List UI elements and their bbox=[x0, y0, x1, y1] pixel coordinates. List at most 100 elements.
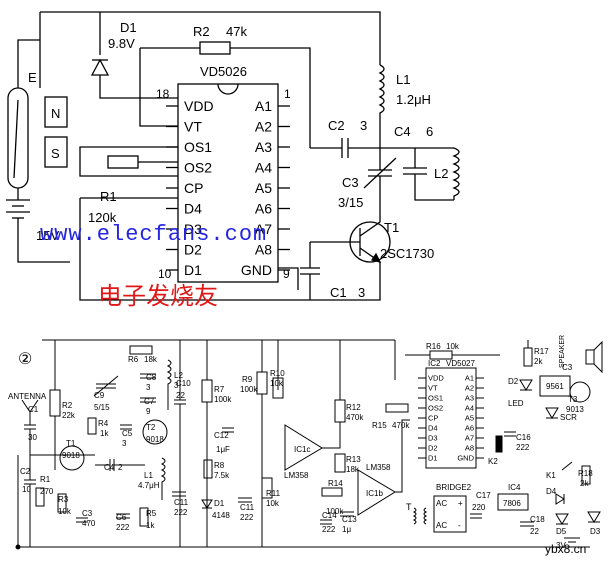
c2-c17-label: C17 bbox=[476, 491, 491, 500]
t1-label: T1 bbox=[384, 220, 399, 235]
c2-c5-label: C5 bbox=[122, 429, 133, 438]
circuit-number: ② bbox=[18, 351, 32, 368]
ic2-right-pins-label: A8 bbox=[465, 444, 474, 453]
c2-l1-label: L1 bbox=[144, 471, 153, 480]
d1-label: D1 bbox=[120, 20, 137, 35]
c2-t2-value: 9018 bbox=[146, 435, 164, 444]
d1-value: 9.8V bbox=[108, 36, 135, 51]
c2-c8-label: C8 bbox=[146, 373, 157, 382]
ic1-left-pins-label: OS2 bbox=[184, 159, 212, 175]
ic1-left-pins-label: CP bbox=[184, 180, 203, 196]
ic1-right-pins-label: GND bbox=[241, 262, 272, 278]
c2-c5-value: 3 bbox=[122, 439, 127, 448]
battery-15v bbox=[6, 199, 70, 263]
c2-ic4-value: 7806 bbox=[503, 499, 521, 508]
c2-r12-value: 470k bbox=[346, 413, 364, 422]
ic1-right-pins-label: A6 bbox=[255, 200, 272, 216]
c2-r14-label: R14 bbox=[328, 479, 343, 488]
c2-c12-label: C12 bbox=[214, 431, 229, 440]
inductor-l1 bbox=[378, 64, 385, 148]
c2-k1-label: K1 bbox=[546, 471, 556, 480]
c2-value: 3 bbox=[360, 118, 367, 133]
c2-r8-label: R8 bbox=[214, 461, 225, 470]
c2-d4-label: D4 bbox=[546, 487, 557, 496]
c2-d3-label: D3 bbox=[590, 527, 601, 536]
c2-r2-label: R2 bbox=[62, 401, 73, 410]
c2-r3-value: 10k bbox=[58, 507, 72, 516]
watermark-site2: ybx8.cn bbox=[545, 542, 587, 556]
c2-ic2-label: IC2 bbox=[428, 359, 441, 368]
c2-c2-label: C2 bbox=[20, 467, 31, 476]
ic2-right-pins-label: GND bbox=[457, 454, 474, 463]
c2-ac1-label: AC bbox=[436, 499, 447, 508]
c2-c2-value: 10 bbox=[22, 485, 31, 494]
ic2-left-pins-label: D3 bbox=[428, 434, 438, 443]
c1-label: C1 bbox=[330, 285, 347, 300]
c2-r5-label: R5 bbox=[146, 509, 157, 518]
ic1-left-pins-label: VT bbox=[184, 118, 202, 134]
c2-c4-value: 2 bbox=[118, 463, 123, 472]
c2-c7-label: C7 bbox=[144, 397, 155, 406]
ic2-left-pins-label: CP bbox=[428, 414, 438, 423]
ic2-left-pins-label: D4 bbox=[428, 424, 438, 433]
c2-c3b-value: 9561 bbox=[546, 382, 564, 391]
c2-l1-value: 4.7μH bbox=[138, 481, 160, 490]
top-rail-wire bbox=[40, 11, 381, 65]
c2-ic2-value: VD5027 bbox=[446, 359, 475, 368]
c2-c6-value: 222 bbox=[116, 523, 130, 532]
c2-d1-label: D1 bbox=[214, 499, 225, 508]
ic1-left-pins-label: D4 bbox=[184, 200, 202, 216]
ic1-left-pins-label: D2 bbox=[184, 241, 202, 257]
c2-c1-value: 30 bbox=[28, 433, 37, 442]
c2-r6-value: 18k bbox=[144, 355, 158, 364]
c2-r8-value: 7.5k bbox=[214, 471, 230, 480]
ic1-right-pins-label: A4 bbox=[255, 159, 272, 175]
c2-c14-value: 222 bbox=[322, 525, 336, 534]
c2-c11b-label: C11 bbox=[240, 503, 255, 512]
c2-r11-label: R11 bbox=[266, 489, 281, 498]
ic2-right-pins-label: A2 bbox=[465, 384, 474, 393]
c2-ic1b-label: IC1b bbox=[366, 489, 383, 498]
c2-c11b-value: 222 bbox=[240, 513, 254, 522]
reed-label: E bbox=[28, 70, 37, 85]
pin-18: 18 bbox=[156, 87, 170, 101]
c2-r16-value: 10k bbox=[446, 342, 460, 351]
battery-label: 15V bbox=[36, 228, 59, 243]
c2-r14-value: 100k bbox=[326, 507, 344, 516]
r2-value: 47k bbox=[226, 24, 247, 39]
c2-d5-label: D5 bbox=[556, 527, 567, 536]
ic2-left-pins-label: VT bbox=[428, 384, 438, 393]
c2-r15-value: 470k bbox=[392, 421, 410, 430]
c1-value: 3 bbox=[358, 285, 365, 300]
c2-l2-value: 3 bbox=[174, 381, 179, 390]
c2-ic4-label: IC4 bbox=[508, 483, 521, 492]
c2-minus-label: - bbox=[458, 521, 461, 530]
c2-d1-value: 4148 bbox=[212, 511, 230, 520]
c2-t3-label: T3 bbox=[568, 395, 578, 404]
c2-c10-value: 22 bbox=[176, 391, 185, 400]
c2-l2-label: L2 bbox=[174, 371, 183, 380]
c2-r4-value: 1k bbox=[100, 429, 109, 438]
c2-r9-value: 100k bbox=[240, 385, 258, 394]
ic-name: VD5026 bbox=[200, 64, 247, 79]
ic-notch bbox=[217, 83, 239, 95]
c2-r12-label: R12 bbox=[346, 403, 361, 412]
t1-value: 2SC1730 bbox=[380, 246, 434, 261]
c2-label: C2 bbox=[328, 118, 345, 133]
c3-label: C3 bbox=[342, 175, 359, 190]
ic2-left-pins-label: OS1 bbox=[428, 394, 443, 403]
c2-c9-value: 5/15 bbox=[94, 403, 110, 412]
c2-r9-label: R9 bbox=[242, 375, 253, 384]
r1-label: R1 bbox=[100, 189, 117, 204]
c2-r18-label: R18 bbox=[578, 469, 593, 478]
c2-vbat-label: 3V bbox=[556, 541, 566, 550]
c2-speaker-label: SPEAKER bbox=[559, 335, 566, 368]
ic1-right-pins-label: A7 bbox=[255, 221, 272, 237]
ic2-right-pins-label: A7 bbox=[465, 434, 474, 443]
ic1-left-pins-label: D1 bbox=[184, 262, 202, 278]
c2-r11-value: 10k bbox=[266, 499, 280, 508]
c2-c11-value: 222 bbox=[174, 508, 188, 517]
bridge-rectifier bbox=[433, 495, 467, 533]
